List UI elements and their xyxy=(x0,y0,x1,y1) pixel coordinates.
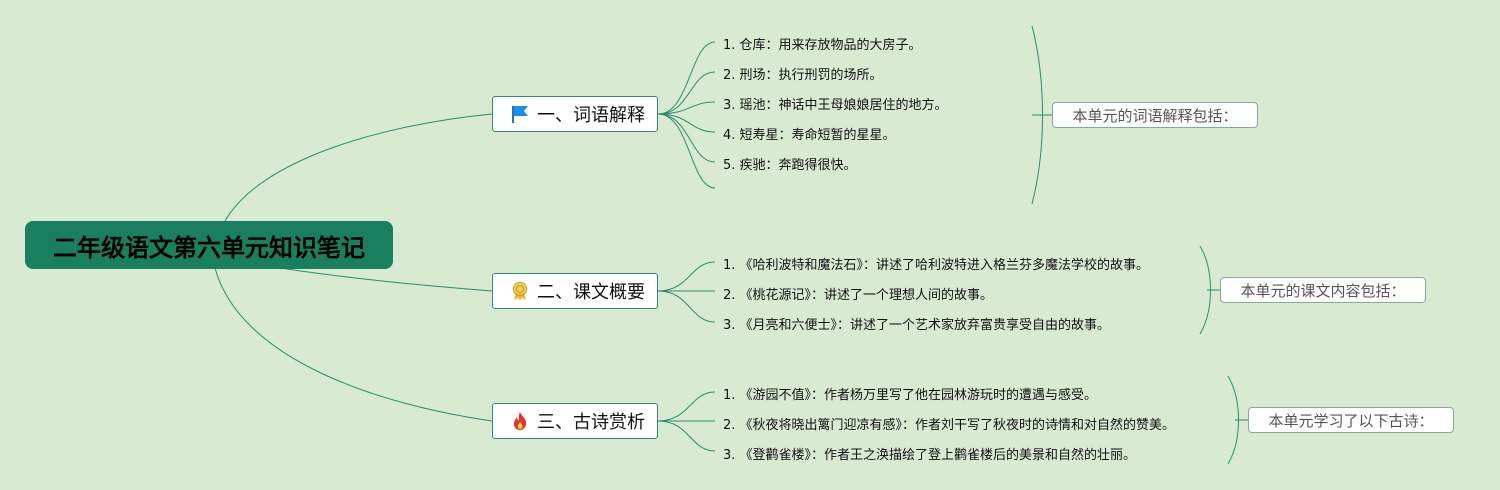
list-item: 2. 刑场：执行刑罚的场所。 xyxy=(723,68,883,83)
list-item: 3. 《登鹳雀楼》：作者王之涣描绘了登上鹳雀楼后的美景和自然的壮丽。 xyxy=(723,448,1137,463)
branch-label: 三、古诗赏析 xyxy=(537,412,645,433)
branch-poetry[interactable]: 三、古诗赏析 xyxy=(492,403,658,439)
summary-label: 本单元的词语解释包括： xyxy=(1072,106,1238,125)
list-item: 2. 《秋夜将晓出篱门迎凉有感》：作者刘干写了秋夜时的诗情和对自然的赞美。 xyxy=(723,418,1176,433)
list-item: 1. 仓库：用来存放物品的大房子。 xyxy=(723,38,922,53)
award-ribbon-icon xyxy=(509,280,531,302)
summary-label: 本单元学习了以下古诗： xyxy=(1268,411,1434,430)
summary-label: 本单元的课文内容包括： xyxy=(1240,281,1406,300)
list-item: 2. 《桃花源记》：讲述了一个理想人间的故事。 xyxy=(723,288,994,303)
list-item: 3. 《月亮和六便士》：讲述了一个艺术家放弃富贵享受自由的故事。 xyxy=(723,318,1111,333)
summary-text[interactable]: 本单元的课文内容包括： xyxy=(1220,277,1426,303)
flag-icon xyxy=(509,103,531,125)
fire-icon xyxy=(509,410,531,432)
branch-label: 一、词语解释 xyxy=(537,105,645,126)
list-item: 5. 疾驰：奔跑得很快。 xyxy=(723,158,857,173)
list-item: 4. 短寿星：寿命短暂的星星。 xyxy=(723,128,896,143)
root-title: 二年级语文第六单元知识笔记 xyxy=(53,233,365,262)
branch-vocabulary[interactable]: 一、词语解释 xyxy=(492,96,658,132)
list-item: 3. 瑶池：神话中王母娘娘居住的地方。 xyxy=(723,98,948,113)
root-topic[interactable]: 二年级语文第六单元知识笔记 xyxy=(25,221,393,269)
branch-text-summary[interactable]: 二、课文概要 xyxy=(492,273,658,309)
summary-vocabulary[interactable]: 本单元的词语解释包括： xyxy=(1052,102,1258,128)
branch-label: 二、课文概要 xyxy=(537,282,645,303)
summary-poetry[interactable]: 本单元学习了以下古诗： xyxy=(1248,407,1454,433)
list-item: 1. 《哈利波特和魔法石》：讲述了哈利波特进入格兰芬多魔法学校的故事。 xyxy=(723,258,1150,273)
list-item: 1. 《游园不值》：作者杨万里写了他在园林游玩时的遭遇与感受。 xyxy=(723,388,1098,403)
